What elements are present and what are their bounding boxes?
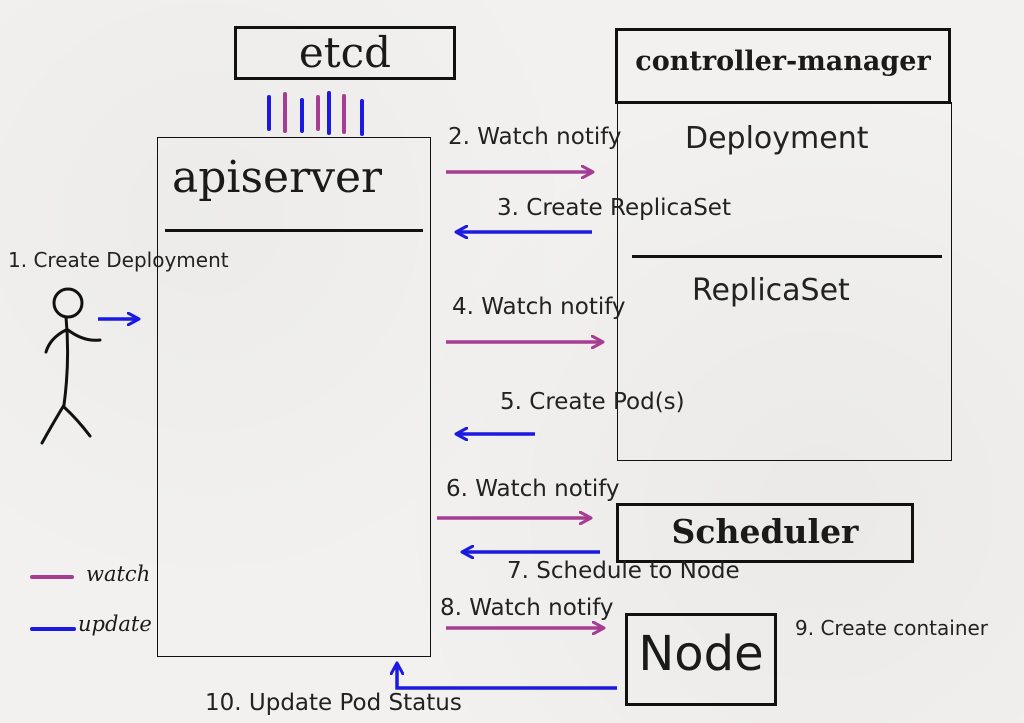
step-10-label: 10. Update Pod Status [205, 690, 462, 716]
user-stick-figure [40, 287, 102, 445]
arrow-step-10 [397, 664, 617, 690]
controller-manager-title: controller-manager [635, 46, 931, 77]
step-7-label: 7. Schedule to Node [507, 558, 740, 584]
controller-manager-body [617, 102, 952, 461]
etcd-ticks [267, 91, 364, 136]
apiserver-divider [165, 229, 423, 232]
etcd-box [234, 26, 456, 80]
step-8-label: 8. Watch notify [440, 595, 614, 621]
step-9-label: 9. Create container [795, 616, 989, 640]
apiserver-title: apiserver [172, 152, 383, 203]
deployment-controller-label: Deployment [685, 121, 869, 156]
scheduler-box [616, 503, 914, 563]
etcd-title: etcd [298, 28, 392, 77]
step-6-label: 6. Watch notify [446, 476, 620, 502]
legend-watch-label: watch [86, 562, 151, 586]
replicaset-controller-label: ReplicaSet [692, 273, 850, 308]
step-3-label: 3. Create ReplicaSet [497, 195, 731, 221]
legend-update-label: update [78, 612, 152, 636]
step-4-label: 4. Watch notify [452, 294, 626, 320]
step-2-label: 2. Watch notify [448, 124, 622, 150]
controller-divider [632, 255, 942, 258]
node-title: Node [638, 626, 764, 682]
scheduler-title: Scheduler [671, 512, 859, 551]
step-1-label: 1. Create Deployment [8, 248, 229, 272]
step-5-label: 5. Create Pod(s) [500, 389, 685, 415]
apiserver-box [157, 137, 431, 657]
node-box [625, 613, 777, 706]
